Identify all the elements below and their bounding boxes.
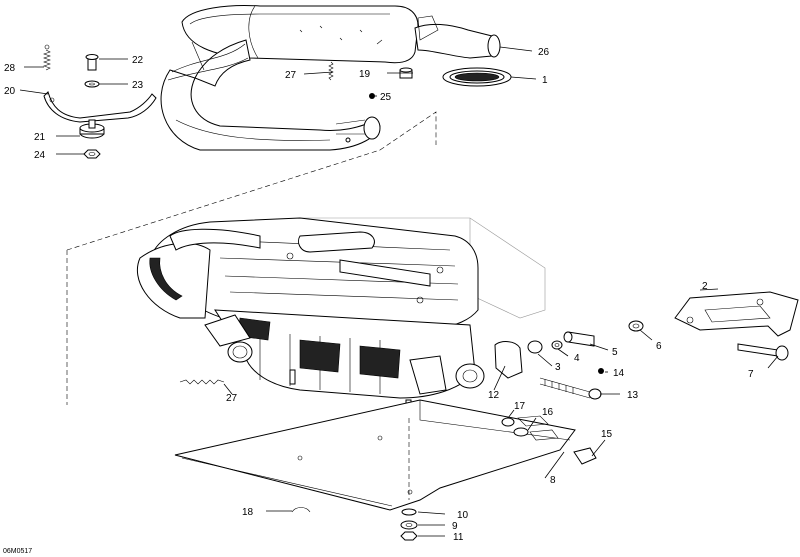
callout-26: 26: [538, 47, 550, 58]
muffler-assembly: [160, 5, 512, 151]
callout-labels: 1 2 3 4 5 6 7 8 9 10 11 12 13 14 15 16 1…: [4, 47, 754, 543]
callout-22: 22: [132, 55, 144, 66]
callout-19: 19: [359, 69, 371, 80]
assembly-boundary: [66, 111, 437, 405]
callout-4: 4: [574, 353, 580, 364]
left-hardware: [43, 44, 157, 159]
callout-1: 1: [542, 75, 548, 86]
callout-21: 21: [34, 132, 46, 143]
callout-15: 15: [601, 429, 613, 440]
callout-5: 5: [612, 347, 618, 358]
callout-7: 7: [748, 369, 754, 380]
callout-6: 6: [656, 341, 662, 352]
callout-12: 12: [488, 390, 500, 401]
callout-9: 9: [452, 521, 458, 532]
skid-plate-assembly: [174, 379, 597, 541]
callout-16: 16: [542, 407, 554, 418]
leader-lines: [19, 46, 779, 537]
engine-assembly: [136, 217, 546, 417]
callout-10: 10: [457, 510, 469, 521]
callout-11: 11: [453, 532, 464, 543]
callout-27-top: 27: [285, 70, 297, 81]
callout-25: 25: [380, 92, 392, 103]
callout-17: 17: [514, 401, 526, 412]
callout-8: 8: [550, 475, 556, 486]
callout-28: 28: [4, 63, 16, 74]
callout-20: 20: [4, 86, 16, 97]
drawing-code: 06M0517: [3, 548, 32, 555]
callout-3: 3: [555, 362, 561, 373]
callout-2: 2: [702, 281, 708, 292]
callout-13: 13: [627, 390, 639, 401]
callout-24: 24: [34, 150, 46, 161]
callout-14: 14: [613, 368, 625, 379]
callout-18: 18: [242, 507, 254, 518]
right-hardware: [494, 291, 799, 400]
callout-23: 23: [132, 80, 144, 91]
callout-27-bottom: 27: [226, 393, 238, 404]
